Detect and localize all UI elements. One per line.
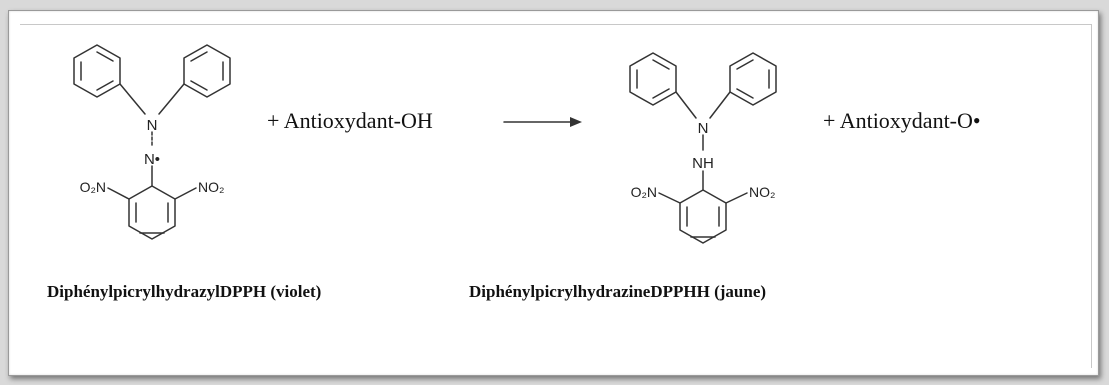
dpphh-caption: DiphénylpicrylhydrazineDPPHH (jaune)	[469, 282, 766, 301]
figure-frame	[8, 10, 1099, 376]
dpphh-no2-left: O₂N	[631, 184, 657, 200]
dpph-molecule	[73, 44, 231, 240]
dpphh-picryl-ring	[679, 189, 727, 244]
reaction-arrow-head	[570, 117, 582, 127]
dpphh-phenyl-left	[629, 52, 677, 106]
dpphh-atom-n: N	[698, 120, 709, 137]
dpphh-atom-nh: NH	[692, 155, 714, 172]
dpph-phenyl-left	[73, 44, 121, 98]
dpphh-no2-right: NO₂	[749, 184, 775, 200]
figure-panel	[20, 24, 1092, 368]
dpph-caption: DiphénylpicrylhydrazylDPPH (violet)	[47, 282, 321, 301]
product-radical-label: + Antioxydant-O•	[823, 108, 981, 133]
reagent-label: + Antioxydant-OH	[267, 108, 433, 133]
dpph-atom-n-radical: N•	[144, 151, 160, 168]
dpph-picryl-ring	[128, 185, 176, 240]
dpph-no2-left: O₂N	[80, 179, 106, 195]
dpphh-molecule	[629, 52, 777, 244]
dpphh-phenyl-right	[729, 52, 777, 106]
dpph-atom-n: N	[147, 117, 158, 134]
dpph-phenyl-right	[183, 44, 231, 98]
dpph-no2-right: NO₂	[198, 179, 224, 195]
